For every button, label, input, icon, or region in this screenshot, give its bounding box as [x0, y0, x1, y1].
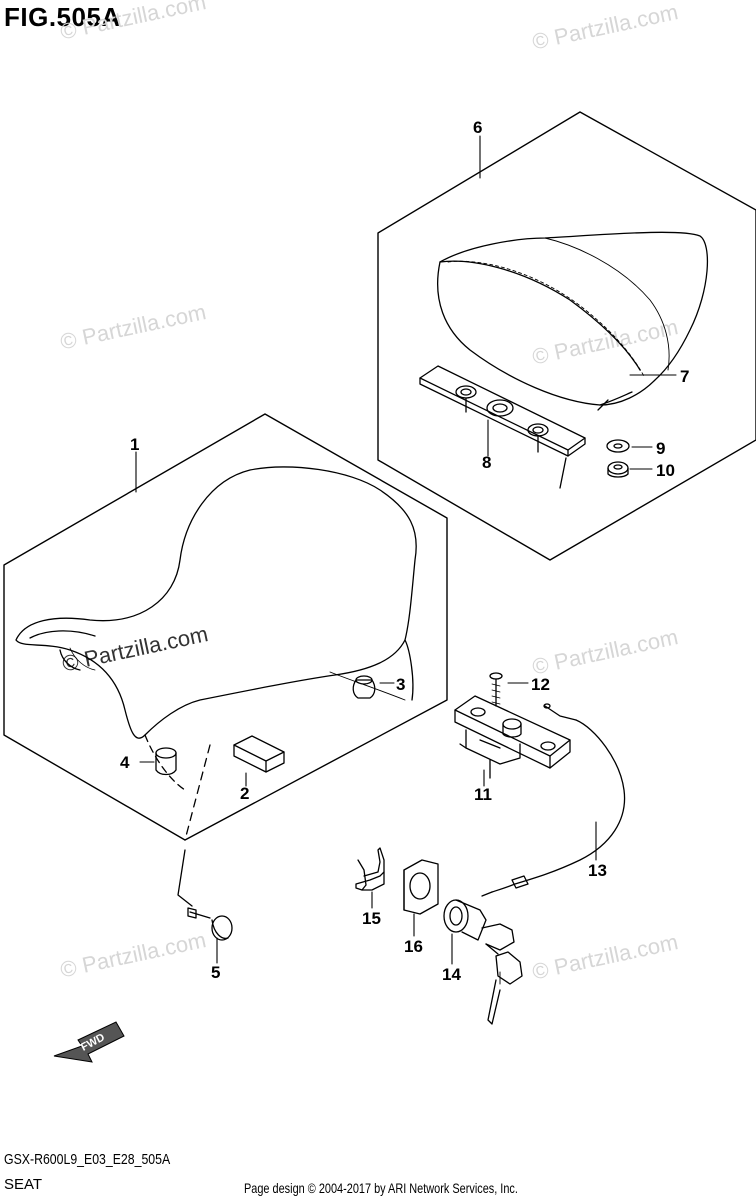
clip-drawing — [352, 675, 376, 699]
main-seat-drawing — [15, 466, 417, 841]
leader-lines — [135, 135, 677, 965]
pad-drawing — [233, 735, 285, 773]
rear-seat-bracket-drawing — [419, 365, 609, 489]
callout-3: 3 — [396, 675, 405, 694]
callout-10: 10 — [656, 461, 675, 480]
figure-title: FIG.505A — [4, 2, 121, 32]
key-plate-drawing — [403, 859, 439, 915]
callout-9: 9 — [656, 439, 665, 458]
fwd-arrow: FWD — [53, 1021, 125, 1063]
callout-7: 7 — [680, 367, 689, 386]
callout-6: 6 — [473, 118, 482, 137]
washer-drawing — [606, 439, 630, 453]
cable-drawing — [481, 703, 626, 897]
rear-seat-cover-drawing — [437, 231, 708, 406]
front-seat-frame — [3, 413, 448, 841]
rear-seat-frame — [377, 111, 756, 561]
callout-12: 12 — [531, 675, 550, 694]
callout-8: 8 — [482, 453, 491, 472]
seat-lock-base-drawing — [454, 695, 571, 779]
callout-13: 13 — [588, 861, 607, 880]
nut-drawing — [607, 461, 629, 478]
section-name: SEAT — [4, 1176, 43, 1193]
callout-11: 11 — [474, 785, 492, 804]
lock-cylinder-drawing — [443, 899, 523, 1025]
callout-4: 4 — [120, 753, 130, 772]
callout-14: 14 — [442, 965, 461, 984]
page-design-credit: Page design © 2004-2017 by ARI Network S… — [244, 1180, 518, 1196]
callout-16: 16 — [404, 937, 423, 956]
model-code: GSX-R600L9_E03_E28_505A — [4, 1151, 171, 1168]
callout-2: 2 — [240, 784, 249, 803]
callout-1: 1 — [130, 435, 139, 454]
cushion-drawing — [155, 747, 177, 776]
screw-drawing — [489, 672, 503, 707]
callout-15: 15 — [362, 909, 381, 928]
bolt-drawing — [187, 907, 233, 941]
callout-5: 5 — [211, 963, 220, 982]
clamp-drawing — [355, 847, 385, 891]
